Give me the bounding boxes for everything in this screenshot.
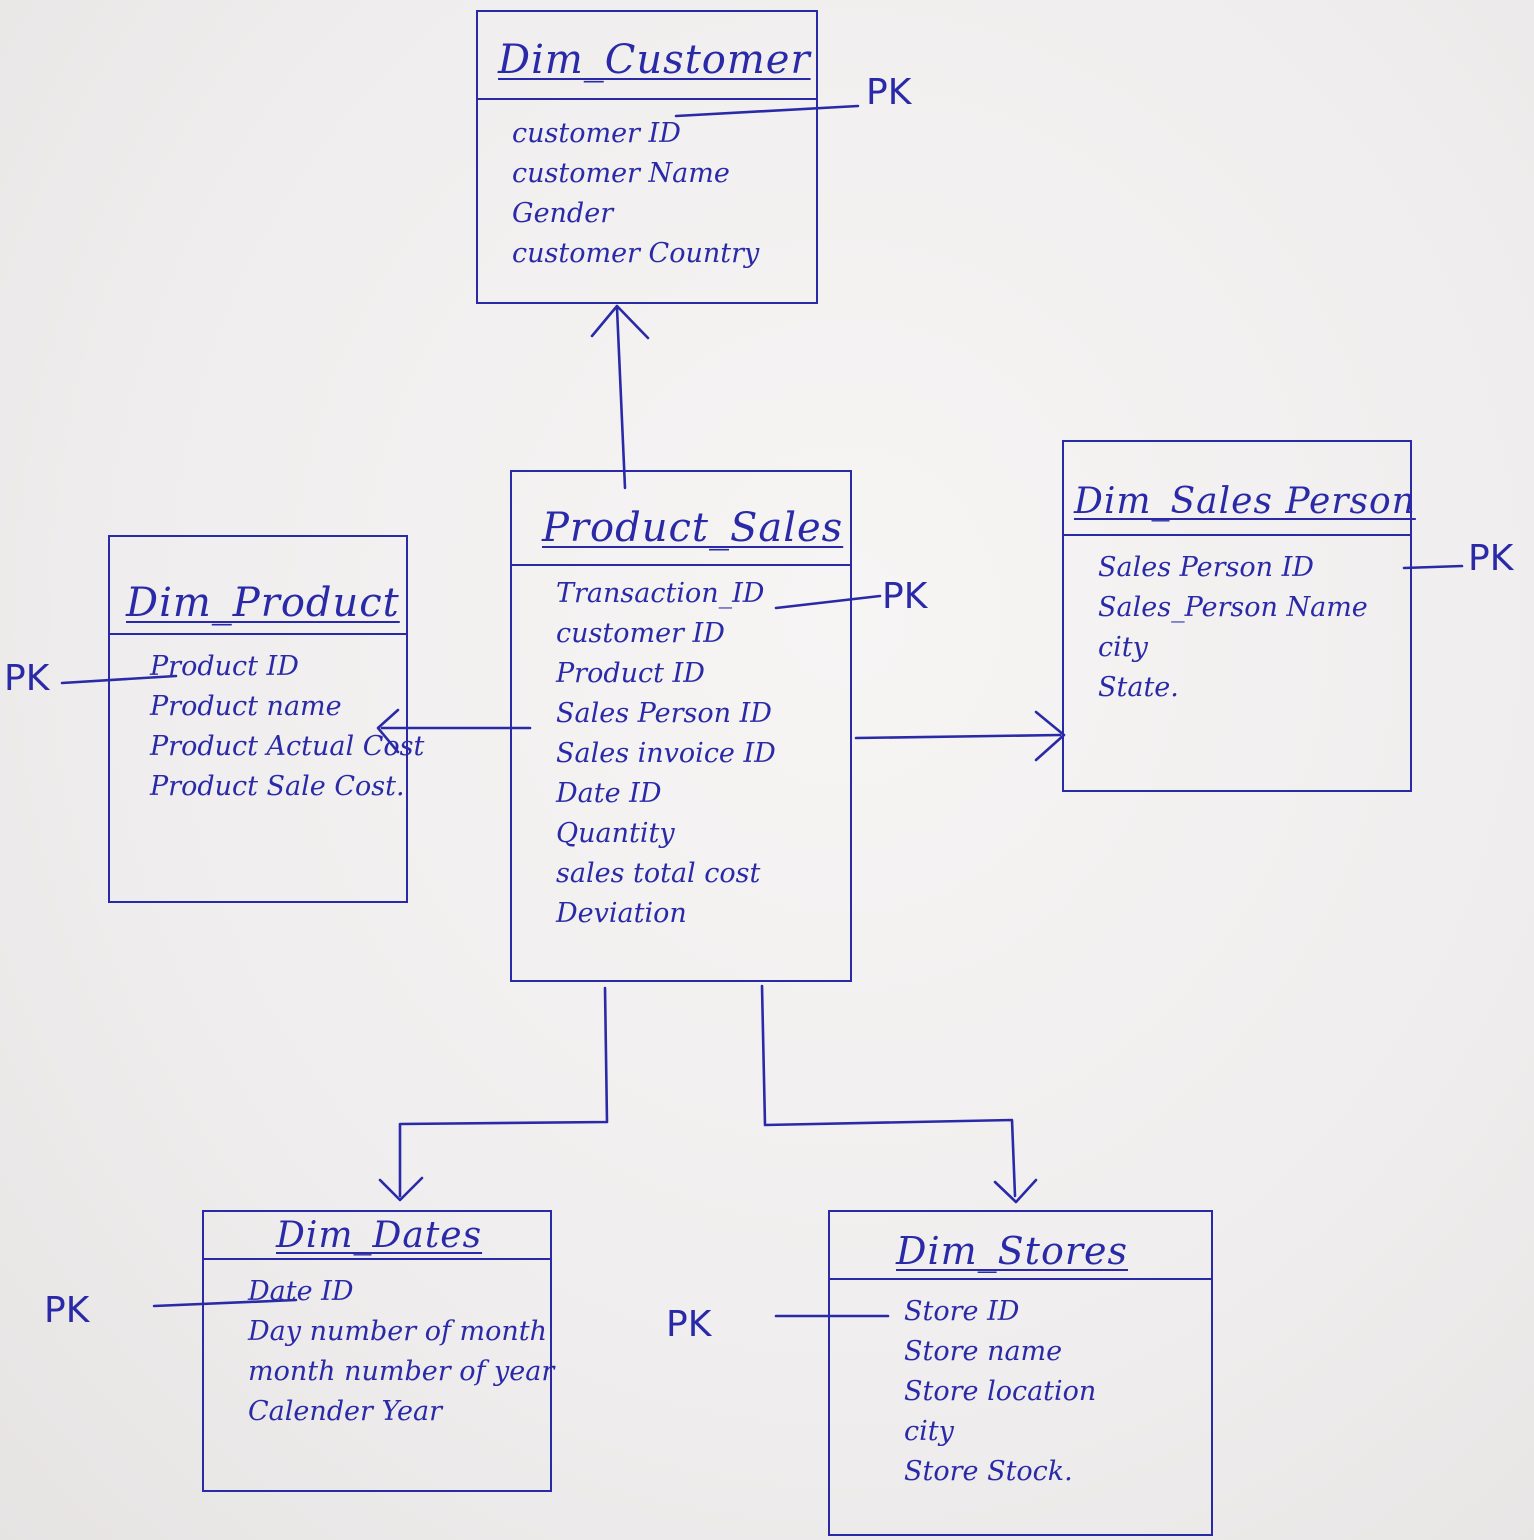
attribute: customer ID [512, 118, 681, 149]
attribute: Sales Person ID [556, 698, 772, 729]
pk-leader-customer [674, 104, 860, 118]
pk-label: PK [666, 1304, 712, 1345]
attribute: Product ID [150, 651, 299, 682]
entity-title: Dim_Product [110, 537, 406, 635]
attribute: Store Stock. [904, 1456, 1073, 1487]
pk-leader-person [1402, 564, 1464, 570]
arrowhead-customer [590, 304, 650, 340]
arrowhead-product [376, 708, 400, 754]
pk-label: PK [44, 1290, 90, 1331]
attribute: month number of year [248, 1356, 555, 1387]
link-sales-dates [398, 986, 609, 1198]
attribute: Day number of month [248, 1316, 548, 1347]
attribute: Product name [150, 691, 342, 722]
attribute: Product ID [556, 658, 705, 689]
attribute: Store location [904, 1376, 1097, 1407]
link-sales-stores [760, 984, 1017, 1198]
link-sales-person [854, 733, 1062, 740]
attribute: State. [1098, 672, 1179, 703]
attribute: Store ID [904, 1296, 1020, 1327]
attribute-list: Product ID Product name Product Actual C… [110, 635, 425, 807]
attribute: Gender [512, 198, 614, 229]
attribute: customer Name [512, 158, 730, 189]
attribute: city [1098, 632, 1148, 663]
attribute-list: Date ID Day number of month month number… [204, 1260, 555, 1432]
attribute: Sales_Person Name [1098, 592, 1368, 623]
entity-dim-product: Dim_Product Product ID Product name Prod… [108, 535, 425, 903]
entity-title: Dim_Sales Person [1064, 442, 1415, 536]
attribute: Store name [904, 1336, 1063, 1367]
pk-label: PK [866, 72, 912, 113]
entity-product-sales: Product_Sales Transaction_ID customer ID… [510, 470, 852, 982]
attribute: customer ID [556, 618, 725, 649]
attribute: Date ID [556, 778, 662, 809]
arrowhead-person [1034, 710, 1066, 762]
pk-leader-sales [774, 594, 882, 610]
attribute: sales total cost [556, 858, 761, 889]
attribute: customer Country [512, 238, 760, 269]
attribute-list: customer ID customer Name Gender custome… [478, 100, 816, 274]
attribute: Product Sale Cost. [150, 771, 405, 802]
entity-dim-customer: Dim_Customer customer ID customer Name G… [476, 10, 818, 304]
attribute: Calender Year [248, 1396, 442, 1427]
entity-title: Dim_Dates [204, 1212, 550, 1260]
attribute-list: Store ID Store name Store location city … [830, 1280, 1211, 1492]
entity-title: Dim_Stores [830, 1212, 1211, 1280]
attribute: Date ID [248, 1276, 354, 1307]
link-sales-customer [615, 306, 627, 490]
entity-dim-dates: Dim_Dates Date ID Day number of month mo… [202, 1210, 555, 1492]
attribute: city [904, 1416, 954, 1447]
attribute-list: Sales Person ID Sales_Person Name city S… [1064, 536, 1410, 708]
pk-label: PK [1468, 538, 1514, 579]
pk-leader-dates [152, 1298, 298, 1308]
arrowhead-dates [378, 1176, 424, 1202]
attribute: Deviation [556, 898, 687, 929]
attribute: Sales Person ID [1098, 552, 1314, 583]
entity-dim-stores: Dim_Stores Store ID Store name Store loc… [828, 1210, 1213, 1536]
attribute: Transaction_ID [556, 578, 765, 609]
entity-title: Product_Sales [512, 472, 850, 566]
pk-label: PK [4, 658, 50, 699]
pk-leader-product [60, 674, 178, 685]
attribute-list: Transaction_ID customer ID Product ID Sa… [512, 566, 850, 934]
pk-label: PK [882, 576, 928, 617]
attribute: Product Actual Cost [150, 731, 425, 762]
entity-title: Dim_Customer [478, 12, 816, 100]
attribute: Sales invoice ID [556, 738, 776, 769]
entity-dim-sales-person: Dim_Sales Person Sales Person ID Sales_P… [1062, 440, 1415, 792]
arrowhead-stores [993, 1178, 1038, 1204]
attribute: Quantity [556, 818, 675, 849]
